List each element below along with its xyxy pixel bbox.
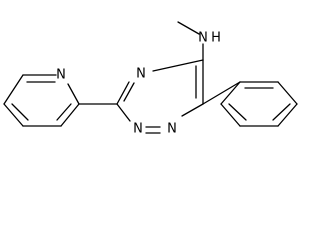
pyridine-c5-c4-double-bond <box>11 103 29 121</box>
pyridine-c5-c4-bond <box>3 103 24 127</box>
triazine-n2-label: N <box>133 122 143 137</box>
triazine-c3-n4-double-bond <box>123 82 135 102</box>
phenyl-bond-5 <box>220 103 241 127</box>
phenyl-bond-6 <box>220 81 241 105</box>
triazine-c6-n1-bond <box>181 103 204 117</box>
phenyl-bond-3 <box>277 103 298 127</box>
pyridine-c6-c5-bond <box>3 74 24 105</box>
triazine-n1-label: N <box>167 122 177 137</box>
triazine-n2-c3-bond <box>116 103 131 122</box>
methylamine-n-label: N <box>198 31 208 46</box>
pyridine-c2-n-bond <box>67 83 80 105</box>
triazine-n4-label: N <box>136 67 146 82</box>
phenyl-bond-5-inner <box>228 103 247 121</box>
pyridine-c3-c2-double-bond <box>56 103 72 121</box>
triazine-c3-n4-bond <box>116 81 130 105</box>
chemical-structure-diagram: N H N N N N <box>3 21 298 137</box>
triazine-n4-c5-bond <box>152 59 204 72</box>
methyl-n-bond <box>177 21 200 35</box>
pyridine-n-label: N <box>56 68 66 83</box>
pyridine-c3-c2-bond <box>60 103 80 127</box>
phenyl-bond-3-inner <box>272 103 291 121</box>
amine-h-label: H <box>211 31 221 46</box>
c6-phenyl-bond <box>202 81 241 105</box>
phenyl-bond-2 <box>277 81 298 105</box>
